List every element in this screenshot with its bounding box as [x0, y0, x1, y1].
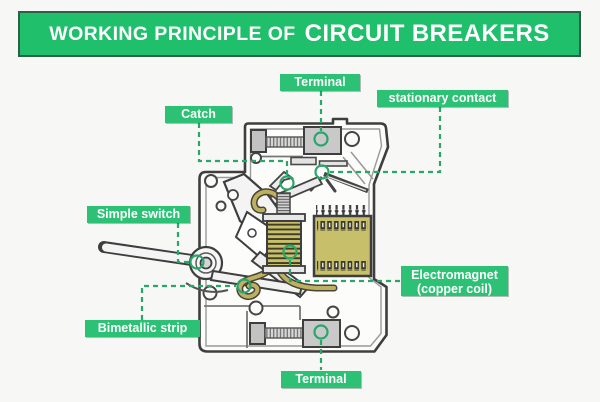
top-screw-shaft — [265, 136, 305, 148]
toggle-hub-ring — [195, 252, 217, 274]
bottom-screw-shaft — [264, 327, 305, 339]
screw-hole — [202, 285, 218, 301]
contact-plate — [318, 160, 348, 167]
label-electromagnet-line2: (copper coil) — [416, 282, 492, 296]
marker-electromagnet — [282, 244, 298, 260]
label-terminal-bottom: Terminal — [281, 371, 361, 388]
top-terminal-block — [303, 126, 342, 155]
marker-catch — [279, 175, 295, 191]
stationary-contact-blade-highlight — [325, 175, 367, 192]
marker-terminal-top — [313, 131, 329, 147]
leader-catch — [197, 123, 289, 175]
leader-stationary-contact — [330, 107, 442, 174]
coil-flange-top — [262, 213, 306, 222]
toggle-handle-fill — [102, 243, 200, 265]
label-terminal-top: Terminal — [280, 74, 360, 91]
electromagnet-contact-row-bottom — [317, 261, 368, 271]
label-electromagnet: Electromagnet (copper coil) — [401, 266, 508, 296]
label-catch: Catch — [165, 106, 232, 123]
contact-plate — [290, 156, 317, 166]
electromagnet-contact-row-top — [317, 221, 368, 231]
screw-hole — [248, 300, 264, 316]
coil-windings — [266, 220, 302, 267]
leader-electromagnet — [288, 260, 400, 283]
wire-swirl — [237, 265, 274, 299]
leader-bimetallic-strip — [140, 284, 236, 320]
label-simple-switch: Simple switch — [87, 206, 190, 223]
marker-terminal-bottom — [313, 324, 329, 340]
annotation-target-markers — [189, 131, 330, 340]
coil-core — [276, 192, 291, 216]
title-emphasis: CIRCUIT BREAKERS — [304, 20, 550, 47]
bottom-screw-head — [249, 322, 266, 345]
label-electromagnet-line1: Electromagnet — [411, 268, 498, 282]
screw-hole — [215, 200, 227, 212]
electromagnet-pins-top — [316, 205, 368, 216]
top-terminal-assembly — [250, 126, 342, 155]
annotation-leader-lines — [140, 91, 442, 370]
label-stationary-contact: stationary contact — [377, 90, 508, 107]
marker-stationary-contact — [314, 164, 330, 180]
screw-hole — [344, 131, 360, 147]
electromagnet-block — [312, 205, 373, 278]
bimetallic-strip-part — [209, 269, 304, 296]
marker-simple-switch — [189, 254, 205, 270]
lever-pivot-hole — [227, 189, 239, 201]
coil-flange-bottom — [262, 265, 306, 274]
stationary-contact-assembly — [290, 156, 369, 194]
label-bimetallic-strip: Bimetallic strip — [85, 320, 200, 337]
title-banner: WORKING PRINCIPLE OF CIRCUIT BREAKERS — [18, 11, 581, 57]
marker-bimetallic-strip — [236, 278, 252, 294]
leader-simple-switch — [176, 223, 189, 264]
top-screw-head — [250, 129, 267, 153]
screw-hole — [326, 305, 340, 319]
solenoid-coil — [262, 192, 306, 274]
latch-pivot-hole — [247, 228, 257, 238]
screw-hole — [344, 325, 360, 341]
title-prefix: WORKING PRINCIPLE OF — [49, 22, 296, 45]
screw-hole — [204, 174, 218, 188]
